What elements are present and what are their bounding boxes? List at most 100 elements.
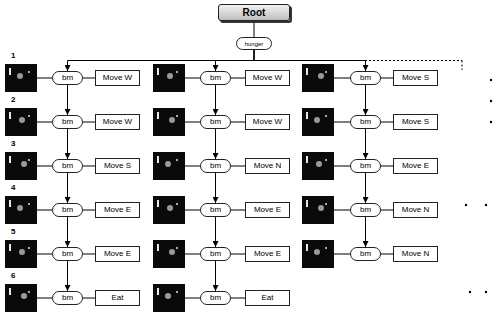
- agent-mark: [9, 68, 11, 75]
- food-mark: [167, 205, 173, 211]
- connector: [215, 85, 216, 115]
- scene-thumbnail: [153, 108, 200, 136]
- food-mark: [167, 73, 173, 79]
- node-text: hunger: [245, 41, 264, 47]
- connector: [231, 78, 245, 79]
- food-mark: [17, 205, 23, 211]
- ellipsis-dot: [485, 204, 487, 206]
- scene-thumbnail: [302, 152, 350, 180]
- scene-dot: [325, 71, 327, 73]
- scene-thumbnail: [302, 64, 350, 92]
- thumbnail-link: [185, 166, 200, 167]
- thumbnail-frame: [302, 64, 334, 92]
- bus-extension: [365, 60, 462, 61]
- ellipsis-dot: [490, 79, 492, 81]
- agent-mark: [306, 68, 308, 75]
- food-mark: [314, 249, 320, 255]
- connector: [67, 129, 68, 159]
- connector: [381, 122, 393, 123]
- node-text: Move W: [253, 74, 282, 82]
- agent-mark: [9, 200, 11, 207]
- connector: [67, 217, 68, 247]
- agent-mark: [157, 244, 159, 251]
- agent-mark: [306, 112, 308, 119]
- behavior-module: bm: [350, 203, 381, 217]
- row-number: 5: [11, 228, 15, 236]
- connector: [215, 261, 216, 291]
- node-text: Move E: [254, 250, 281, 258]
- thumbnail-link: [37, 166, 52, 167]
- connector: [231, 166, 245, 167]
- connector: [365, 85, 366, 115]
- behavior-module: bm: [52, 159, 83, 173]
- row-number: 2: [11, 96, 15, 104]
- food-mark: [169, 117, 175, 123]
- food-mark: [165, 293, 171, 299]
- behavior-module: bm: [52, 247, 83, 261]
- scene-dot: [28, 159, 30, 161]
- thumbnail-frame: [5, 152, 37, 180]
- scene-thumbnail: [5, 152, 52, 180]
- node-text: Move E: [402, 162, 429, 170]
- node-text: bm: [360, 162, 371, 170]
- thumbnail-link: [185, 78, 200, 79]
- scene-thumbnail: [153, 152, 200, 180]
- node-text: bm: [62, 162, 73, 170]
- action-box: Move W: [95, 114, 140, 130]
- agent-mark: [306, 156, 308, 163]
- behavior-module: bm: [200, 291, 231, 305]
- food-mark: [21, 161, 27, 167]
- behavior-module: bm: [200, 247, 231, 261]
- behavior-module: bm: [350, 115, 381, 129]
- scene-dot: [28, 247, 30, 249]
- connector: [254, 50, 366, 71]
- thumbnail-link: [185, 122, 200, 123]
- connector: [254, 21, 255, 37]
- thumbnail-link: [334, 78, 350, 79]
- food-mark: [316, 161, 322, 167]
- node-text: Root: [243, 8, 266, 18]
- scene-dot: [176, 203, 178, 205]
- connector: [215, 173, 216, 203]
- node-text: bm: [360, 250, 371, 258]
- action-box: Move N: [393, 246, 438, 262]
- behavior-module: bm: [52, 203, 83, 217]
- behavior-module: bm: [350, 247, 381, 261]
- thumbnail-frame: [153, 152, 185, 180]
- connector: [83, 298, 95, 299]
- connector: [83, 78, 95, 79]
- node-text: Move N: [402, 250, 430, 258]
- agent-mark: [9, 112, 11, 119]
- behavior-module: bm: [52, 115, 83, 129]
- thumbnail-link: [185, 298, 200, 299]
- root-box: Root: [218, 4, 290, 21]
- node-text: bm: [210, 118, 221, 126]
- thumbnail-frame: [302, 240, 334, 268]
- thumbnail-group: [5, 64, 350, 312]
- connector: [381, 78, 393, 79]
- scene-thumbnail: [5, 196, 52, 224]
- scene-dot: [28, 71, 30, 73]
- connector: [231, 298, 245, 299]
- agent-mark: [9, 244, 11, 251]
- food-mark: [169, 249, 175, 255]
- node-text: bm: [62, 294, 73, 302]
- agent-mark: [157, 288, 159, 295]
- node-text: bm: [360, 118, 371, 126]
- scene-dot: [325, 159, 327, 161]
- thumbnail-frame: [153, 64, 185, 92]
- node-text: Move W: [103, 118, 132, 126]
- scene-dot: [325, 115, 327, 117]
- node-text: bm: [210, 294, 221, 302]
- thumbnail-frame: [5, 284, 37, 312]
- node-text: Move E: [104, 206, 131, 214]
- node-text: Move W: [253, 118, 282, 126]
- row-number: 3: [11, 140, 15, 148]
- action-box: Eat: [95, 290, 140, 306]
- node-text: Eat: [261, 294, 273, 302]
- ellipsis-dot: [485, 291, 487, 293]
- node-text: bm: [210, 162, 221, 170]
- action-box: Move S: [393, 70, 438, 86]
- connector: [365, 217, 366, 247]
- food-mark: [21, 293, 27, 299]
